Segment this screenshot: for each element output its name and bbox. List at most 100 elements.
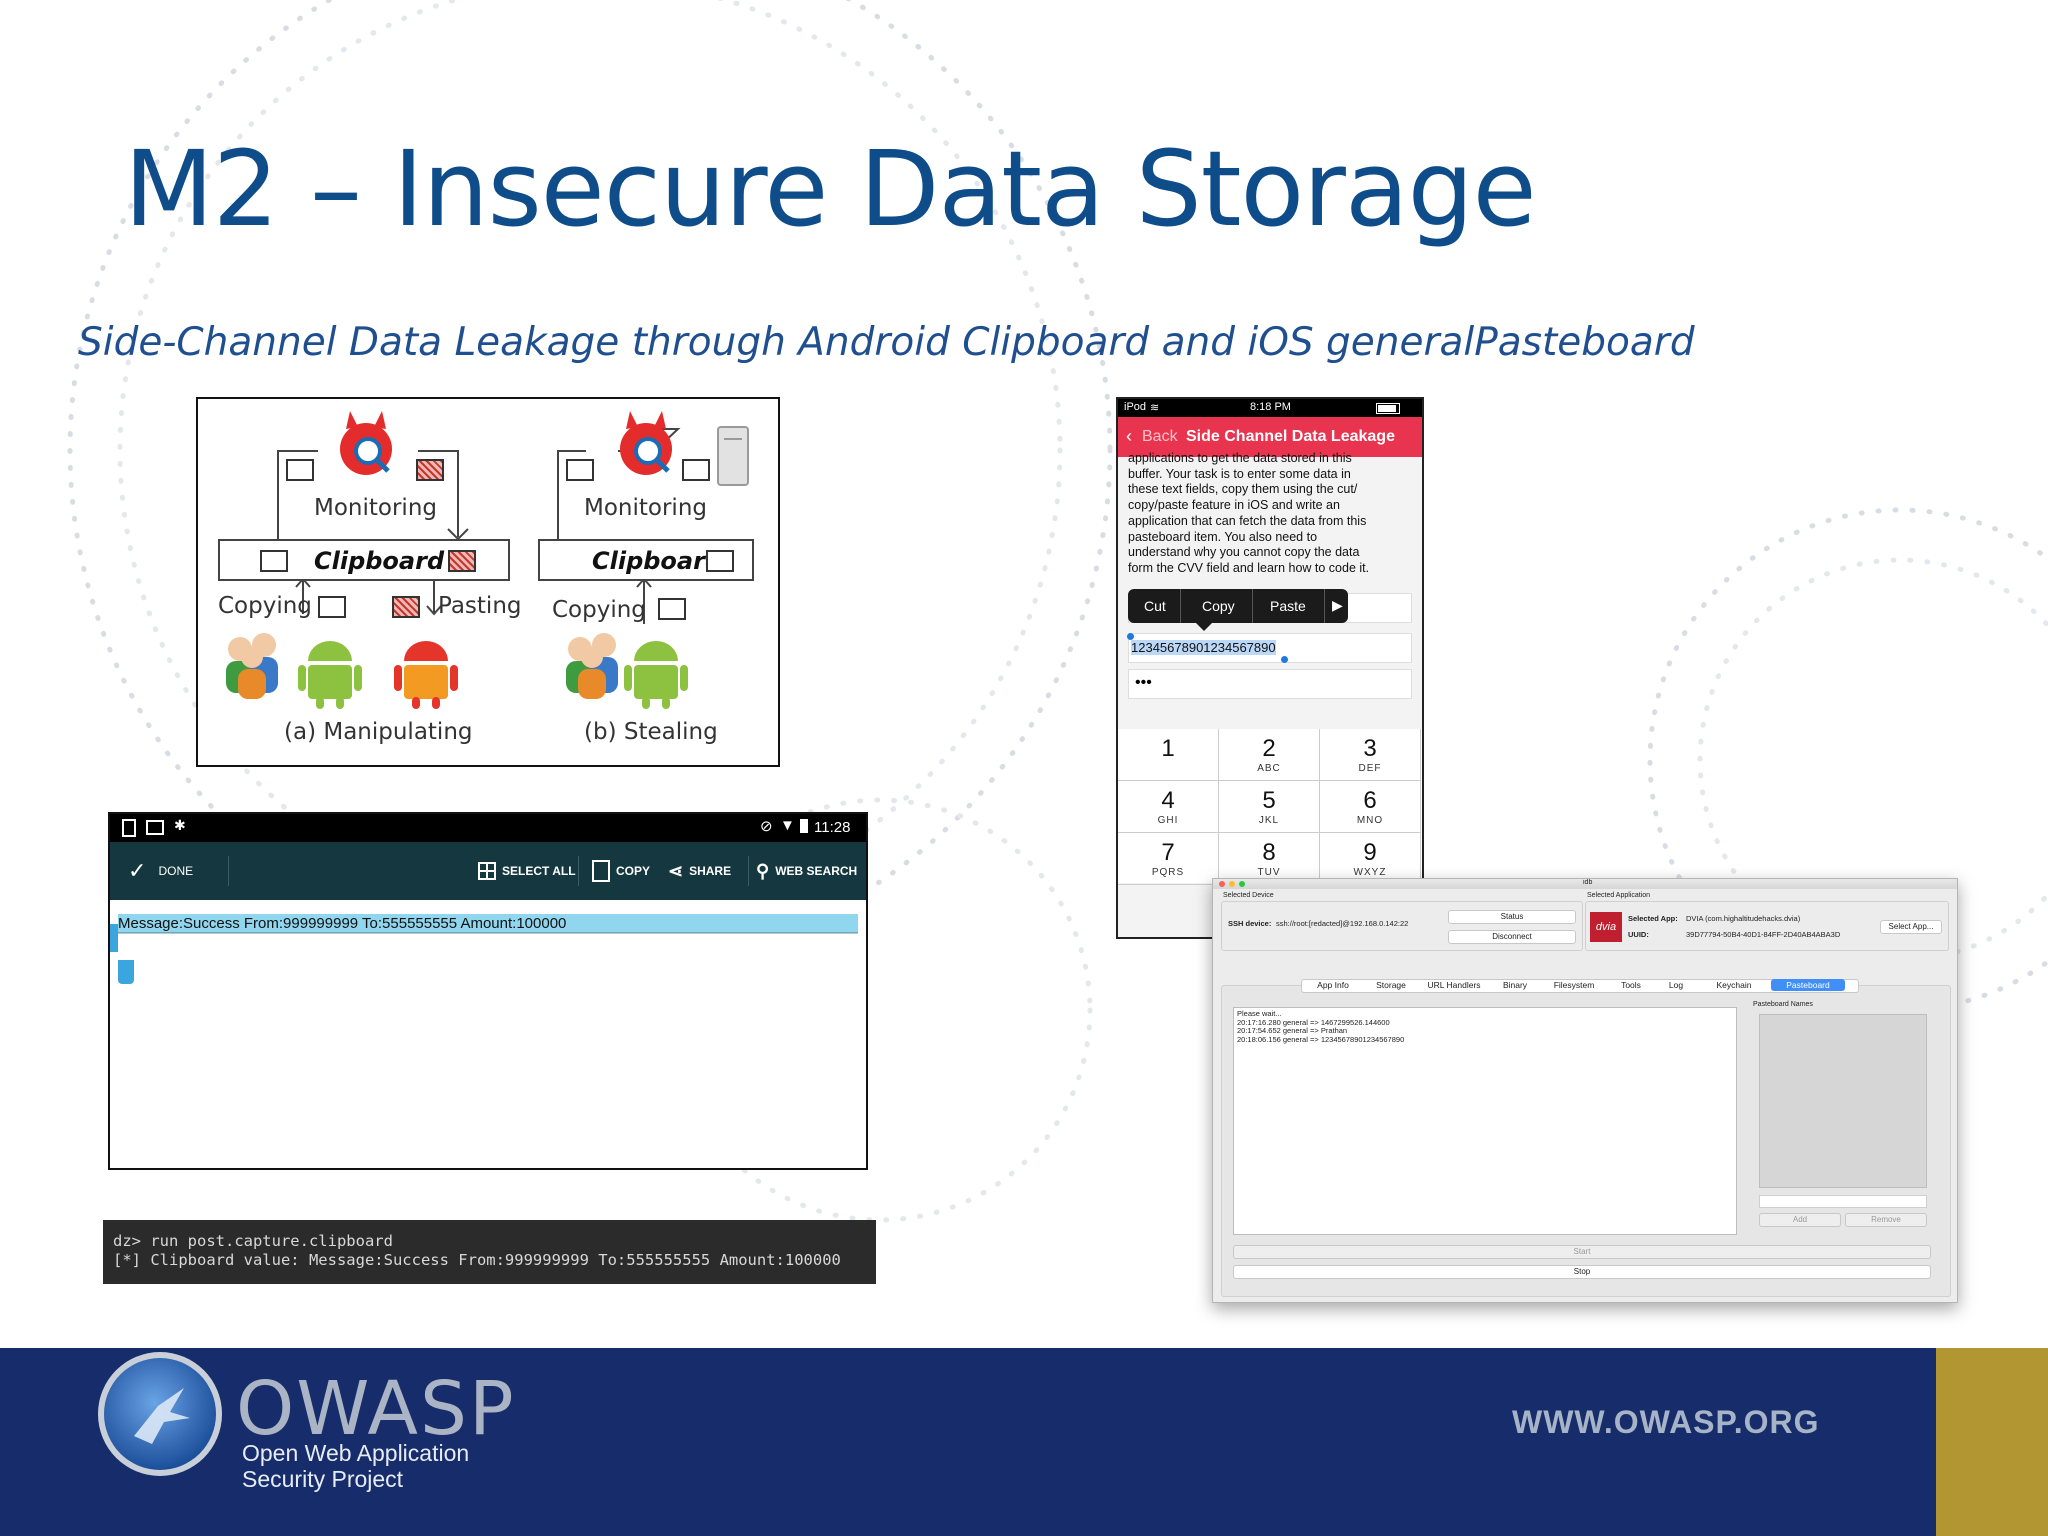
tampered-data-square xyxy=(392,596,420,618)
paste-menu-item[interactable]: Paste xyxy=(1270,598,1306,614)
done-button[interactable]: ✓ DONE xyxy=(128,858,194,883)
idb-titlebar: idb xyxy=(1213,879,1957,889)
tab-filesystem[interactable]: Filesystem xyxy=(1553,980,1595,990)
nav-title: Side Channel Data Leakage xyxy=(1186,428,1395,445)
android-robot-icon xyxy=(298,641,362,709)
pasteboard-log-output: Please wait... 20:17:16.280 general => 1… xyxy=(1233,1007,1737,1235)
tab-storage[interactable]: Storage xyxy=(1376,980,1406,990)
android-time: 11:28 xyxy=(814,819,851,836)
device-panel: SSH device: ssh://root:[redacted]@192.16… xyxy=(1221,901,1583,951)
footer-gold-accent xyxy=(1936,1348,2048,1536)
copy-menu-item[interactable]: Copy xyxy=(1202,598,1235,614)
selection-handle-left[interactable] xyxy=(110,924,118,952)
search-icon: ⚲ xyxy=(756,860,770,881)
owasp-url-link[interactable]: WWW.OWASP.ORG xyxy=(1512,1404,1820,1440)
tab-binary[interactable]: Binary xyxy=(1502,980,1528,990)
terminal-command: dz> run post.capture.clipboard xyxy=(113,1232,393,1250)
tab-url-handlers[interactable]: URL Handlers xyxy=(1427,980,1481,990)
disconnect-button[interactable]: Disconnect xyxy=(1448,930,1576,944)
clipboard-box-b: Clipboard xyxy=(538,539,754,581)
select-app-button[interactable]: Select App... xyxy=(1880,920,1942,934)
selection-handle-right[interactable] xyxy=(118,960,134,984)
data-square xyxy=(682,459,710,481)
chevron-left-icon[interactable]: ‹ xyxy=(1126,426,1132,446)
data-square xyxy=(318,596,346,618)
data-square xyxy=(658,598,686,620)
wifi-icon: ≋ xyxy=(1150,402,1160,414)
evil-robot-icon xyxy=(394,641,458,709)
more-arrow-icon[interactable]: ▶ xyxy=(1332,597,1343,613)
copying-label-b: Copying xyxy=(552,597,646,623)
pasteboard-name-input[interactable] xyxy=(1759,1195,1927,1208)
selection-handle[interactable] xyxy=(1127,633,1134,640)
remove-button[interactable]: Remove xyxy=(1845,1213,1927,1227)
ios-nav-bar: ‹ Back Side Channel Data Leakage xyxy=(1118,417,1422,457)
dvia-app-logo: dvia xyxy=(1590,912,1622,942)
add-button[interactable]: Add xyxy=(1759,1213,1841,1227)
card-number-field[interactable]: 12345678901234567890 xyxy=(1127,633,1412,663)
back-button[interactable]: Back xyxy=(1142,428,1178,445)
owasp-footer: OWASP Open Web Application Security Proj… xyxy=(0,1348,2048,1536)
menu-pointer xyxy=(1196,623,1212,631)
selected-app-value: DVIA (com.highaltitudehacks.dvia) xyxy=(1686,914,1801,923)
selected-device-label: Selected Device xyxy=(1223,892,1274,899)
drozer-terminal-output: dz> run post.capture.clipboard [*] Clipb… xyxy=(103,1220,876,1284)
malicious-robot-icon xyxy=(620,411,672,475)
android-robot-icon xyxy=(624,641,688,709)
copying-label-a: Copying xyxy=(218,593,312,619)
server-icon xyxy=(717,426,749,486)
select-all-icon xyxy=(478,862,496,880)
sd-card-icon xyxy=(122,819,136,837)
ios-carrier: iPod xyxy=(1124,401,1147,413)
diagram-connectors xyxy=(226,411,749,709)
ios-time: 8:18 PM xyxy=(1250,401,1291,413)
tab-app-info[interactable]: App Info xyxy=(1317,980,1349,990)
application-panel: dvia Selected App: DVIA (com.highaltitud… xyxy=(1585,901,1949,951)
selection-handle[interactable] xyxy=(1281,656,1288,663)
zoom-window-icon[interactable] xyxy=(1239,881,1245,887)
start-button[interactable]: Start xyxy=(1233,1245,1931,1259)
select-all-button[interactable]: SELECT ALL xyxy=(478,842,576,900)
owasp-brand: OWASP xyxy=(236,1366,516,1452)
pasting-label-a: Pasting xyxy=(438,593,522,619)
close-window-icon[interactable] xyxy=(1219,881,1225,887)
owasp-tagline: Open Web Application Security Project xyxy=(242,1440,470,1492)
web-search-button[interactable]: ⚲ WEB SEARCH xyxy=(756,860,858,881)
uuid-value: 39D77794-50B4-40D1-84FF-2D40AB4ABA3D xyxy=(1686,930,1841,939)
ios-description-text: applications to get the data stored in t… xyxy=(1128,451,1370,575)
slide-subtitle: Side-Channel Data Leakage through Androi… xyxy=(78,320,1695,365)
text-underline xyxy=(118,932,858,933)
stop-button[interactable]: Stop xyxy=(1233,1265,1931,1279)
key-1[interactable]: 1 xyxy=(1118,729,1219,781)
ios-dvia-screenshot: iPod ≋ 8:18 PM ‹ Back Side Channel Data … xyxy=(1116,397,1424,939)
tampered-data-square xyxy=(416,459,444,481)
selected-card-number: 12345678901234567890 xyxy=(1131,640,1276,655)
copy-button[interactable]: COPY xyxy=(592,842,650,900)
owasp-wasp-logo-icon xyxy=(98,1352,222,1476)
clipboard-attack-diagram: Monitoring Clipboard Copying Pasting (a)… xyxy=(196,397,780,767)
tab-log[interactable]: Log xyxy=(1668,980,1684,990)
monitoring-label-b: Monitoring xyxy=(584,495,707,521)
android-debug-icon: ✱ xyxy=(174,817,186,833)
tab-pasteboard[interactable]: Pasteboard xyxy=(1771,979,1845,991)
tab-tools[interactable]: Tools xyxy=(1621,980,1641,990)
cvv-field[interactable]: ••• xyxy=(1128,669,1412,699)
edit-context-menu: Cut Copy Paste ▶ xyxy=(1128,589,1348,623)
minimize-window-icon[interactable] xyxy=(1229,881,1235,887)
share-icon: ⋖ xyxy=(668,860,684,881)
tab-keychain[interactable]: Keychain xyxy=(1716,980,1752,990)
pasteboard-names-list[interactable] xyxy=(1759,1014,1927,1188)
selected-sms-text: Message:Success From:999999999 To:555555… xyxy=(118,914,858,934)
cut-menu-item[interactable]: Cut xyxy=(1144,598,1166,614)
status-button[interactable]: Status xyxy=(1448,910,1576,924)
data-square xyxy=(286,459,314,481)
share-button[interactable]: ⋖ SHARE xyxy=(668,860,732,881)
caption-stealing: (b) Stealing xyxy=(584,719,718,745)
do-not-disturb-icon: ⊘ xyxy=(760,818,773,835)
